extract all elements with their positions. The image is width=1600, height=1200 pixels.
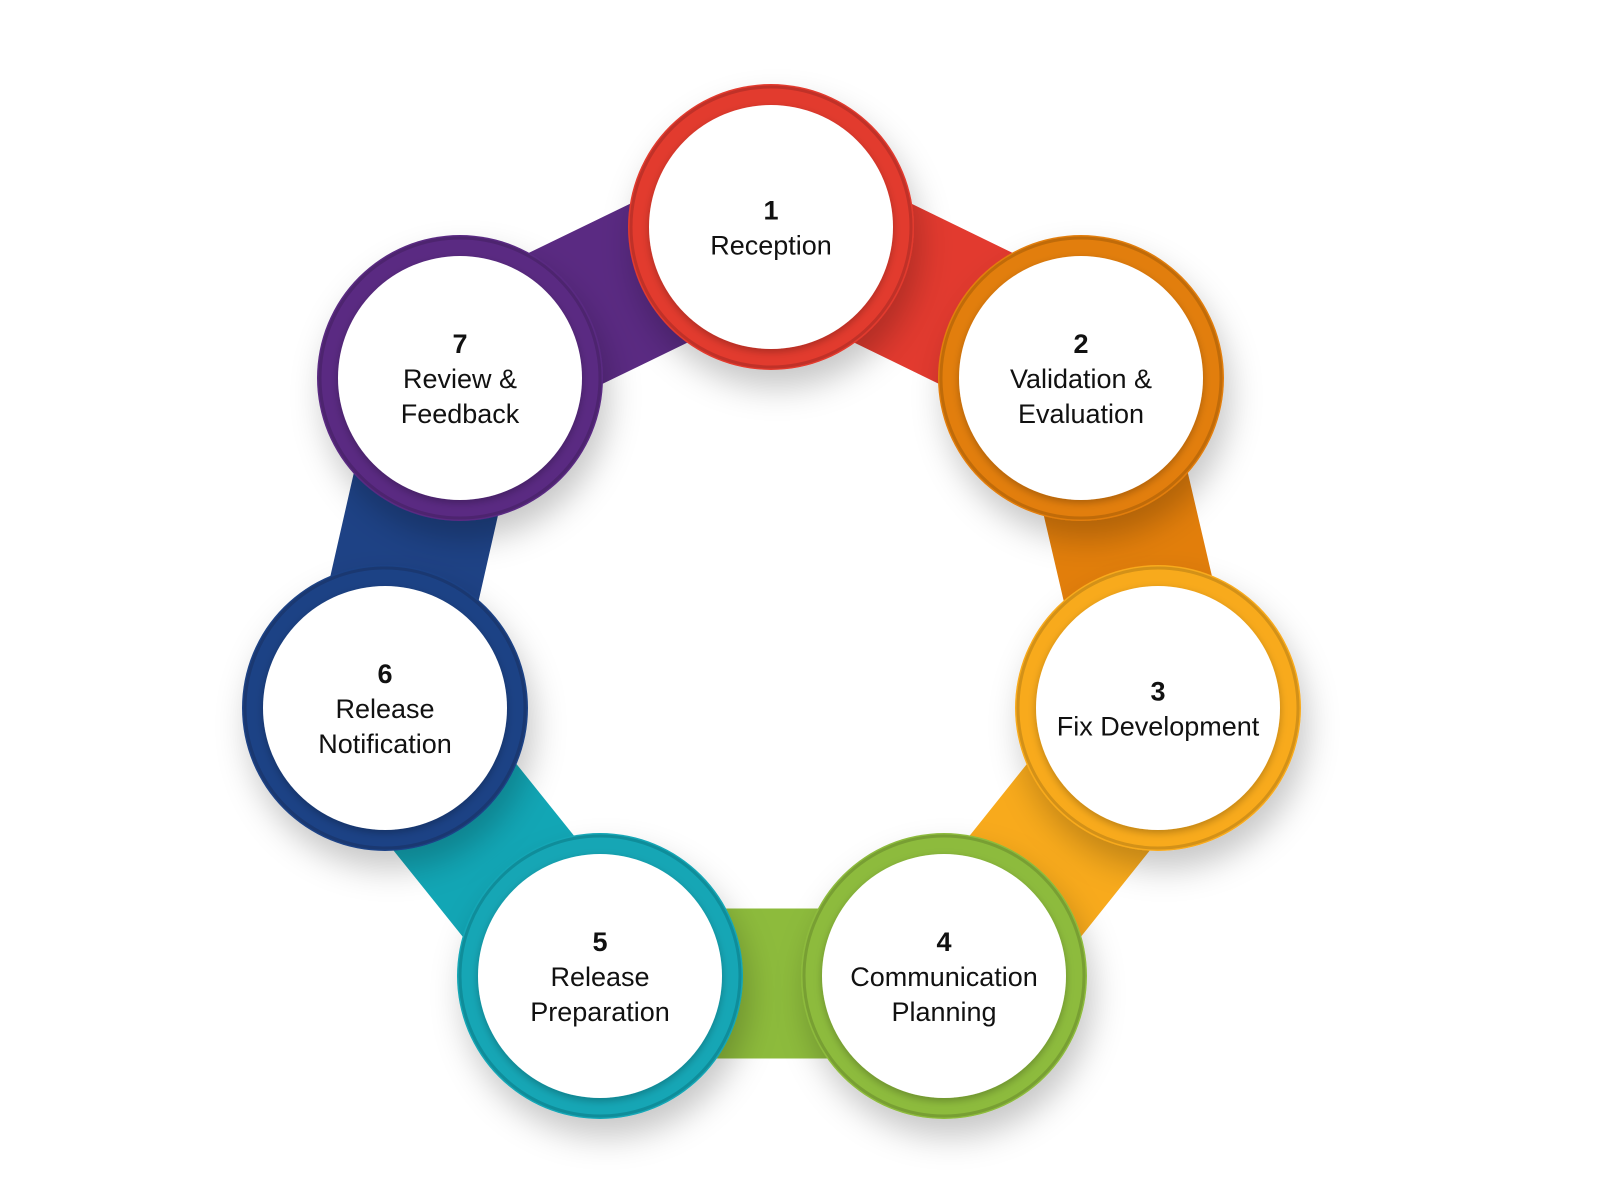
step-disc-4 <box>822 854 1066 1098</box>
step-label-7-line-1: Review & <box>403 364 517 394</box>
step-ring-edge-4 <box>802 834 1086 1118</box>
step-label-3-line-1: Fix Development <box>1057 712 1260 742</box>
step-disc-6 <box>263 586 507 830</box>
step-label-1-line-1: Reception <box>710 231 832 261</box>
step-number-1: 1 <box>763 196 778 226</box>
step-ring-edge-6 <box>243 566 527 850</box>
step-number-6: 6 <box>377 659 392 689</box>
step-label-4-line-1: Communication <box>850 962 1038 992</box>
step-ring-edge-5 <box>458 834 742 1118</box>
step-disc-1 <box>649 105 893 349</box>
step-label-2-line-1: Validation & <box>1010 364 1152 394</box>
step-disc-3 <box>1036 586 1280 830</box>
step-ring-edge-3 <box>1016 566 1300 850</box>
step-number-5: 5 <box>592 927 607 957</box>
step-ring-edge-1 <box>629 85 913 369</box>
step-number-7: 7 <box>452 329 467 359</box>
step-disc-5 <box>478 854 722 1098</box>
step-disc-7 <box>338 256 582 500</box>
step-label-2-line-2: Evaluation <box>1018 399 1144 429</box>
step-number-2: 2 <box>1073 329 1088 359</box>
step-label-6-line-1: Release <box>335 694 434 724</box>
step-label-6-line-2: Notification <box>318 729 452 759</box>
step-ring-edge-7 <box>318 236 602 520</box>
step-label-7-line-2: Feedback <box>401 399 520 429</box>
step-label-5-line-1: Release <box>550 962 649 992</box>
step-label-5-line-2: Preparation <box>530 997 670 1027</box>
step-number-4: 4 <box>936 927 951 957</box>
step-label-4-line-2: Planning <box>891 997 996 1027</box>
step-ring-edge-2 <box>939 236 1223 520</box>
step-disc-2 <box>959 256 1203 500</box>
step-number-3: 3 <box>1150 677 1165 707</box>
